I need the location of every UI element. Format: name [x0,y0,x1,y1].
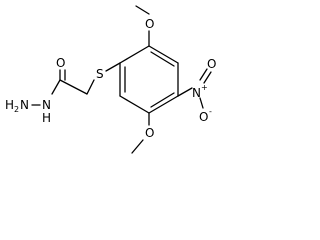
bonds [31,5,212,154]
bond-ch2-c [59,79,88,95]
atom-o-nitro-minus: O [199,110,208,124]
atom-nitro-minus-sign: - [209,107,212,116]
bond-nitro-o-2 [203,71,212,84]
bond-nitro-o-minus [199,97,204,109]
ring-bond-1-inner [150,51,175,67]
atom-o-methoxy-bottom: O [145,126,154,140]
atom-o-nitro-double: O [207,57,216,71]
atom-nitro-plus: + [201,83,208,92]
bond-methyl-o-top [135,5,150,15]
atom-h-nh2: H [5,98,14,112]
ring-bond-4 [119,95,150,114]
atom-n-nitro: N [192,86,201,100]
bond-c-nh [51,79,61,95]
bond-nitro-o-1 [199,68,208,81]
atom-o-carbonyl: O [56,56,65,70]
chemical-structure: O O S H N H 2 N N + O O - O [5,5,216,154]
atom-h-hydrazide: H [42,111,51,125]
bond-ring-s [105,62,121,72]
atom-o-methoxy-top: O [145,17,154,31]
bond-s-ch2 [86,79,95,95]
ring-bond-3 [148,95,179,114]
bond-ring-nitro [177,87,193,97]
atom-s-thioether: S [96,67,104,81]
atom-n-hydrazide: N [42,98,51,112]
ring-bond-1 [148,45,179,64]
ring-bond-3-inner [150,92,175,108]
atom-labels: O O S H N H 2 N N + O O - O [5,17,216,140]
ring-bond-6 [119,45,150,64]
atom-nh2-subscript: 2 [14,105,19,114]
bond-o-methyl-bottom [131,139,144,154]
atom-n-nh2: N [20,98,29,112]
